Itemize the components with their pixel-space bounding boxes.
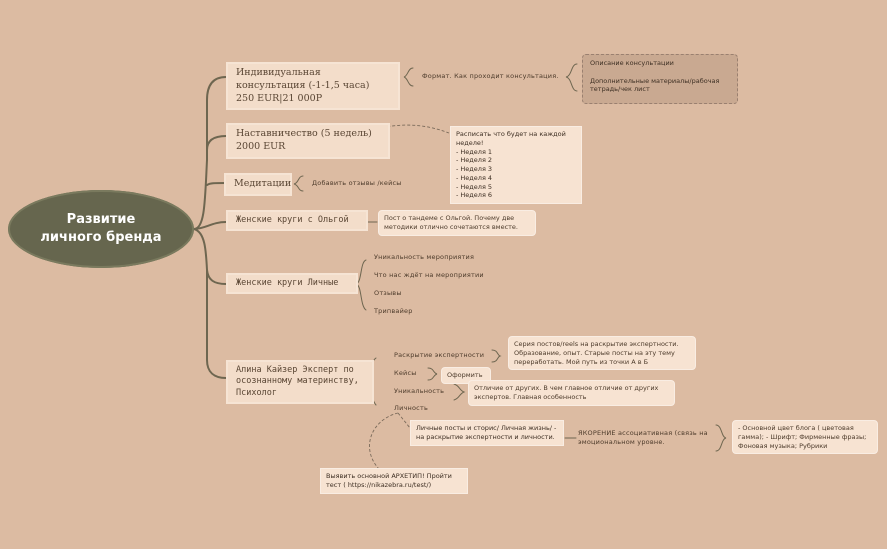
personal-circles-item-reviews[interactable]: Отзывы xyxy=(374,289,402,297)
branch-women-circles-personal[interactable]: Женские круги Личные xyxy=(228,275,356,293)
branch-meditation-label: Медитации xyxy=(234,178,292,189)
central-topic-label: Развитие личного бренда xyxy=(40,212,162,245)
branch-women-circles-olga[interactable]: Женские круги с Ольгой xyxy=(228,212,366,230)
branch-mentorship-label: Наставничество (5 недель) 2000 EUR xyxy=(236,128,372,152)
expert-uniqueness-note[interactable]: Отличие от других. В чем главное отличие… xyxy=(468,380,675,406)
personal-circles-item-tripwire[interactable]: Трипвайер xyxy=(374,307,413,315)
personal-posts-note[interactable]: Личные посты и сторис/ Личная жизнь/ - н… xyxy=(410,420,564,446)
branch-expert[interactable]: Алина Кайзер Эксперт по осознанному мате… xyxy=(228,362,372,403)
consultation-format-note[interactable]: Формат. Как проходит консультация. xyxy=(422,72,559,80)
women-circles-olga-note[interactable]: Пост о тандеме с Ольгой. Почему две мето… xyxy=(378,210,536,236)
branch-consultation-label: Индивидуальная консультация (-1-1,5 часа… xyxy=(236,67,370,104)
personal-circles-item-what-awaits[interactable]: Что нас ждёт на мероприятии xyxy=(374,271,484,279)
meditation-reviews-note[interactable]: Добавить отзывы /кейсы xyxy=(312,179,402,187)
anchoring-item[interactable]: ЯКОРЕНИЕ ассоциативная (связь на эмоцион… xyxy=(578,429,708,446)
central-topic[interactable]: Развитие личного бренда xyxy=(8,190,194,268)
branch-consultation[interactable]: Индивидуальная консультация (-1-1,5 часа… xyxy=(228,64,398,109)
expert-cases-note[interactable]: Оформить xyxy=(441,367,491,384)
expert-personality-item[interactable]: Личность xyxy=(394,404,428,412)
branch-meditation[interactable]: Медитации xyxy=(226,175,292,194)
branch-women-circles-personal-label: Женские круги Личные xyxy=(236,278,339,288)
branch-expert-label: Алина Кайзер Эксперт по осознанному мате… xyxy=(236,365,359,398)
branch-women-circles-olga-label: Женские круги с Ольгой xyxy=(236,215,349,225)
expert-uniqueness-item[interactable]: Уникальность xyxy=(394,387,445,395)
expert-reveal-item[interactable]: Раскрытие экспертности xyxy=(394,351,485,359)
consultation-details-note[interactable]: Описание консультации Дополнительные мат… xyxy=(582,54,738,104)
branch-mentorship[interactable]: Наставничество (5 недель) 2000 EUR xyxy=(228,125,388,157)
expert-reveal-note[interactable]: Серия постов/reels на раскрытие экспертн… xyxy=(508,336,696,371)
expert-cases-item[interactable]: Кейсы xyxy=(394,369,417,377)
archetype-test-note[interactable]: Выявить основной АРХЕТИП! Пройти тест ( … xyxy=(320,468,468,494)
anchoring-details-note[interactable]: - Основной цвет блога ( цветовая гамма);… xyxy=(732,420,878,455)
personal-circles-item-uniqueness[interactable]: Уникальность мероприятия xyxy=(374,253,475,261)
mentorship-weeks-note[interactable]: Расписать что будет на каждой неделе! - … xyxy=(450,126,582,204)
